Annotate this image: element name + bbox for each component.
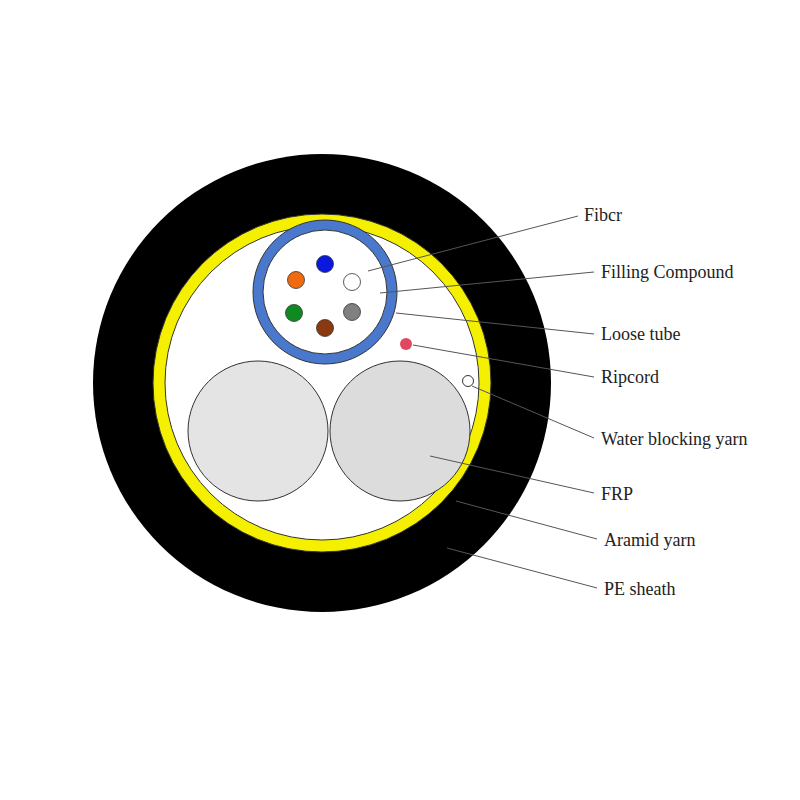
fiber bbox=[286, 305, 303, 322]
part-label: Aramid yarn bbox=[604, 529, 695, 551]
fiber bbox=[317, 320, 334, 337]
part-label: FRP bbox=[601, 483, 633, 505]
leader-line bbox=[447, 548, 597, 588]
part-label: Loose tube bbox=[601, 323, 680, 345]
aramid-yarn bbox=[153, 214, 491, 552]
leader-line bbox=[430, 456, 594, 493]
cable-core bbox=[165, 226, 479, 540]
filling-compound bbox=[263, 230, 387, 354]
fiber bbox=[317, 256, 334, 273]
water-blocking-yarn bbox=[463, 376, 474, 387]
pe-sheath bbox=[93, 154, 551, 612]
leader-line bbox=[413, 345, 594, 377]
part-label: Fibcr bbox=[584, 204, 622, 226]
leader-line bbox=[368, 216, 578, 271]
part-label: Water blocking yarn bbox=[601, 428, 748, 450]
loose-tube bbox=[253, 220, 397, 364]
leader-line bbox=[396, 313, 594, 334]
leader-line bbox=[472, 386, 594, 438]
frp-rod bbox=[188, 361, 328, 501]
part-label: Filling Compound bbox=[601, 261, 734, 283]
part-label: Ripcord bbox=[601, 366, 659, 388]
frp-rod bbox=[330, 361, 470, 501]
leader-line bbox=[380, 272, 594, 293]
ripcord bbox=[400, 338, 412, 350]
leader-line bbox=[456, 501, 597, 539]
part-label: PE sheath bbox=[604, 578, 676, 600]
fiber bbox=[288, 272, 305, 289]
fiber bbox=[344, 304, 361, 321]
fiber bbox=[344, 274, 361, 291]
